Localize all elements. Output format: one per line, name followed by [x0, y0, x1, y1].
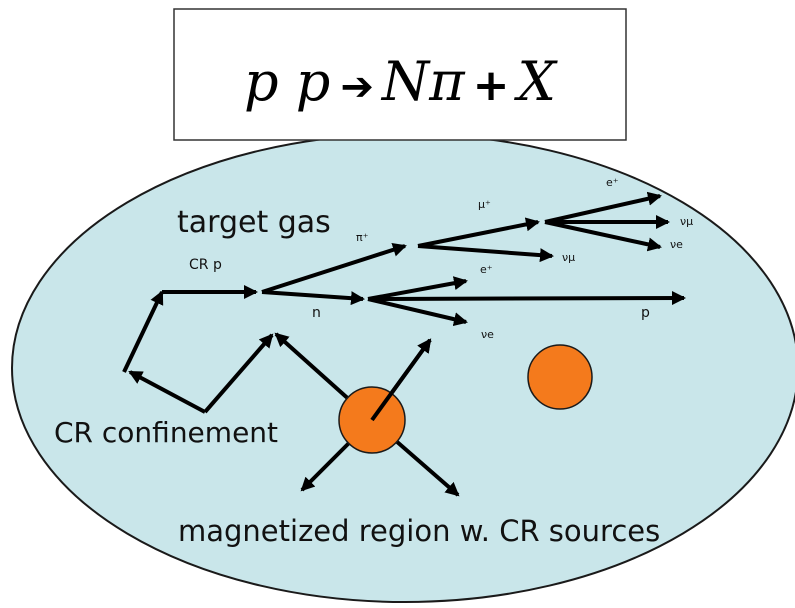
p-label: p: [641, 305, 650, 321]
cr-p-label: CR p: [189, 257, 222, 273]
nu-e-top-label: νe: [670, 238, 683, 251]
equation: p p ➔ Nπ + X: [244, 50, 558, 113]
mu-plus-label: μ⁺: [478, 198, 491, 211]
target-gas-label: target gas: [177, 205, 331, 240]
e-plus-lower-label: e⁺: [480, 263, 493, 276]
equation-rhs-a: Nπ: [380, 50, 466, 113]
magnetized-region-label: magnetized region w. CR sources: [178, 514, 660, 548]
magnetized-source: [274, 332, 460, 497]
n-label: n: [312, 305, 321, 321]
nu-e-lower-label: νe: [481, 328, 494, 341]
nu-mu-top-label: νμ: [680, 215, 693, 228]
pi-plus-label: π⁺: [356, 231, 369, 244]
equation-arrow: ➔: [340, 64, 374, 110]
cr-confinement-path: [122, 285, 274, 414]
interaction-arrows: [261, 191, 686, 327]
cr-confinement-label: CR confinement: [54, 416, 278, 449]
e-plus-upper-label: e⁺: [606, 176, 619, 189]
equation-lhs: p p: [244, 50, 330, 113]
source-circle-right: [527, 344, 593, 410]
nu-mu-mid-label: νμ: [562, 251, 575, 264]
equation-rhs-b: X: [514, 50, 559, 113]
equation-box: [173, 8, 627, 141]
equation-plus: +: [473, 60, 510, 111]
